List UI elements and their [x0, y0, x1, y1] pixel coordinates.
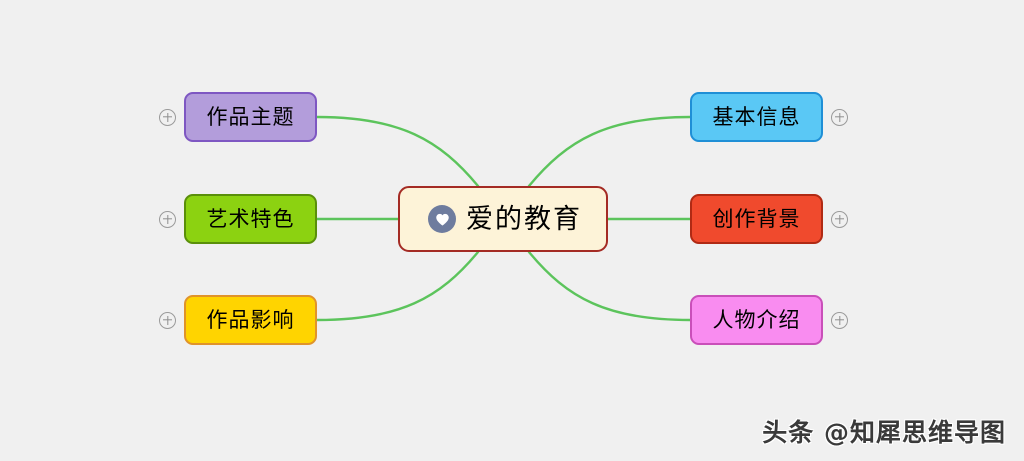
- expand-plus-icon[interactable]: [831, 311, 848, 329]
- connector-right-1: [527, 115, 692, 188]
- branch-node-label: 作品主题: [206, 104, 295, 129]
- expand-plus-icon[interactable]: [831, 108, 848, 126]
- expand-plus-icon[interactable]: [159, 210, 176, 228]
- connector-left-3: [315, 250, 480, 322]
- connector-left-1: [315, 115, 480, 188]
- root-node-label: 爱的教育: [466, 203, 582, 235]
- branch-node-yishu-tese[interactable]: 艺术特色: [184, 194, 317, 244]
- branch-node-label: 艺术特色: [206, 206, 295, 231]
- branch-node-label: 创作背景: [712, 206, 801, 231]
- branch-node-chuangzuo-beijing[interactable]: 创作背景: [690, 194, 823, 244]
- branch-node-jiben-xinxi[interactable]: 基本信息: [690, 92, 823, 142]
- expand-plus-icon[interactable]: [159, 311, 176, 329]
- connector-right-3: [527, 250, 692, 322]
- branch-node-label: 基本信息: [712, 104, 801, 129]
- expand-plus-icon[interactable]: [831, 210, 848, 228]
- watermark: 头条 @知犀思维导图: [762, 418, 1006, 447]
- branch-node-label: 人物介绍: [712, 307, 801, 332]
- root-node[interactable]: 爱的教育: [398, 186, 608, 252]
- branch-node-zuopin-yingxiang[interactable]: 作品影响: [184, 295, 317, 345]
- branch-node-label: 作品影响: [206, 307, 295, 332]
- branch-node-zuopin-zhuti[interactable]: 作品主题: [184, 92, 317, 142]
- branch-node-renwu-jieshao[interactable]: 人物介绍: [690, 295, 823, 345]
- expand-plus-icon[interactable]: [159, 108, 176, 126]
- heart-icon: [428, 205, 456, 233]
